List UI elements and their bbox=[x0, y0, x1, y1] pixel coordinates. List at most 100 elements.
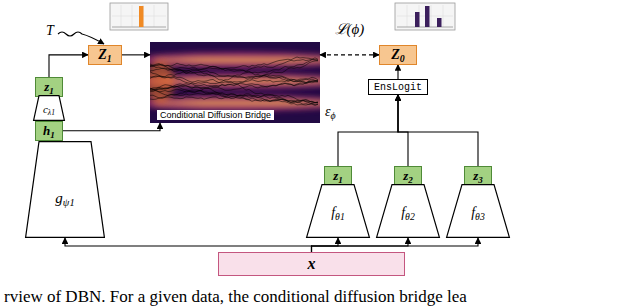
trapezoid-shape bbox=[447, 185, 510, 238]
connector bbox=[398, 95, 408, 166]
node-label: cλ1 bbox=[43, 103, 55, 117]
connector bbox=[122, 54, 150, 55]
sample-path bbox=[150, 68, 318, 83]
sample-path bbox=[150, 89, 318, 102]
output-box: Z1 bbox=[88, 45, 122, 65]
sample-path bbox=[150, 88, 318, 105]
sample-path bbox=[150, 95, 318, 102]
bar bbox=[139, 6, 144, 27]
node-label: fθ2 bbox=[401, 205, 415, 222]
text-subscript: θ1 bbox=[335, 211, 345, 222]
icon-frame bbox=[395, 3, 455, 30]
text-main: z bbox=[403, 168, 408, 183]
node-label: x bbox=[308, 255, 316, 273]
node-label: h1 bbox=[43, 123, 55, 140]
bar bbox=[437, 18, 442, 27]
output-box: Z0 bbox=[379, 45, 417, 65]
text-main: g bbox=[55, 190, 63, 206]
connector bbox=[49, 55, 88, 77]
text-main: c bbox=[43, 103, 48, 115]
glow-band bbox=[150, 53, 320, 67]
text-main: h bbox=[43, 123, 50, 138]
squiggle-arrow bbox=[58, 32, 104, 44]
input-box: x bbox=[218, 252, 405, 276]
sample-path bbox=[150, 86, 318, 103]
text-main: f bbox=[331, 205, 335, 220]
network-trapezoid: fθ3 bbox=[446, 184, 510, 238]
text-main: Z bbox=[391, 47, 400, 62]
network-trapezoid: cλ1 bbox=[33, 95, 65, 121]
image-caption: Conditional Diffusion Bridge bbox=[157, 110, 274, 120]
trapezoid-shape bbox=[26, 142, 105, 238]
bar bbox=[415, 12, 420, 27]
node-label: z2 bbox=[403, 168, 413, 185]
bar-icon bbox=[110, 3, 168, 30]
text-subscript: 1 bbox=[50, 129, 55, 139]
connector bbox=[312, 238, 409, 252]
sample-path bbox=[150, 64, 318, 81]
loss-connector bbox=[320, 54, 379, 55]
trapezoid-outline bbox=[446, 184, 510, 238]
icon-grid bbox=[112, 5, 166, 27]
figure-caption: rview of DBN. For a given data, the cond… bbox=[4, 287, 467, 307]
network-trapezoid: fθ1 bbox=[306, 184, 370, 238]
text-subscript: λ1 bbox=[48, 108, 55, 117]
trapezoid-shape bbox=[307, 185, 370, 238]
logit-box: z2 bbox=[394, 166, 422, 186]
text-subscript: 2 bbox=[408, 174, 413, 184]
node-label: Z1 bbox=[98, 47, 111, 64]
text-subscript: θ2 bbox=[405, 211, 415, 222]
connector bbox=[312, 238, 339, 252]
text-main: z bbox=[473, 168, 478, 183]
connector bbox=[338, 95, 398, 166]
node-label: z3 bbox=[473, 168, 483, 185]
network-trapezoid: gψ1 bbox=[25, 141, 105, 238]
bridge-image: Conditional Diffusion Bridgeεϕ bbox=[150, 42, 320, 123]
node-label: gψ1 bbox=[55, 190, 74, 208]
text-subscript: 1 bbox=[107, 52, 112, 63]
trapezoid-outline bbox=[25, 141, 105, 238]
network-label: εϕ bbox=[325, 104, 336, 121]
text-subscript: 3 bbox=[478, 174, 483, 184]
node-label: fθ1 bbox=[331, 205, 345, 222]
node-label: Z0 bbox=[391, 47, 404, 64]
text-main: z bbox=[333, 168, 338, 183]
bar-icon bbox=[395, 3, 455, 30]
text-subscript: ψ1 bbox=[63, 197, 75, 208]
diffusion-image bbox=[150, 42, 320, 123]
node-label: EnsLogit bbox=[374, 82, 422, 93]
text-subscript: ϕ bbox=[331, 110, 336, 121]
trapezoid-shape bbox=[377, 185, 440, 238]
text-main: f bbox=[401, 205, 405, 220]
text-main: ε bbox=[325, 104, 331, 119]
trapezoid-outline bbox=[376, 184, 440, 238]
connector bbox=[397, 65, 398, 79]
connector bbox=[312, 238, 479, 252]
logit-box: z1 bbox=[324, 166, 352, 186]
connector bbox=[65, 238, 312, 252]
trapezoid-outline bbox=[306, 184, 370, 238]
logit-box: z1 bbox=[35, 77, 63, 97]
node-label: fθ3 bbox=[471, 205, 485, 222]
logit-box: z3 bbox=[464, 166, 492, 186]
trapezoid-shape bbox=[34, 96, 65, 121]
text-subscript: 1 bbox=[338, 174, 343, 184]
sample-path bbox=[150, 57, 318, 78]
ensemble-box: EnsLogit bbox=[368, 79, 428, 95]
connector bbox=[63, 123, 160, 131]
sample-path bbox=[150, 87, 318, 106]
time-label: T bbox=[46, 23, 54, 39]
icon-grid bbox=[397, 5, 453, 27]
connector bbox=[398, 95, 478, 166]
node-label: z1 bbox=[333, 168, 343, 185]
loss-label: ℒ(ϕ) bbox=[333, 18, 367, 38]
glow-core bbox=[150, 78, 320, 83]
text-main: z bbox=[44, 79, 49, 94]
bar bbox=[425, 6, 430, 27]
feature-box: h1 bbox=[35, 121, 63, 141]
text-subscript: θ3 bbox=[475, 211, 485, 222]
node-label: z1 bbox=[44, 79, 54, 96]
text-main: f bbox=[471, 205, 475, 220]
text-subscript: 1 bbox=[49, 85, 54, 95]
